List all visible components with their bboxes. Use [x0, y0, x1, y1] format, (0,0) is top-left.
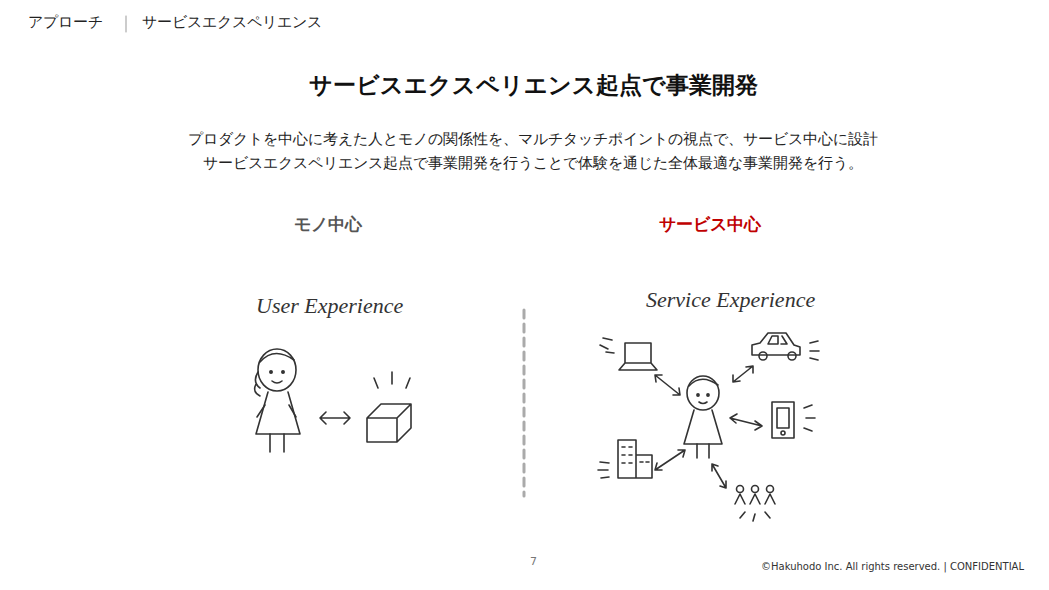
text-label: アプローチ	[28, 13, 103, 32]
body-text: プロダクトを中心に考えた人とモノの関係性を、マルチタッチポイントの視点で、サービ…	[186, 127, 880, 175]
person-sketch	[255, 349, 300, 452]
text-label: Service Experience	[646, 287, 815, 313]
person-sketch	[684, 376, 722, 458]
text-label: 7	[530, 555, 537, 568]
slide-title: サービスエクスペリエンス起点で事業開発	[309, 70, 758, 101]
text-label: User Experience	[256, 293, 403, 319]
text-label: サービス中心	[659, 213, 761, 236]
text-label: ©Hakuhodo Inc. All rights reserved. | CO…	[761, 561, 1024, 572]
text-label: サービスエクスペリエンス	[142, 13, 322, 32]
text-label: モノ中心	[294, 213, 362, 236]
